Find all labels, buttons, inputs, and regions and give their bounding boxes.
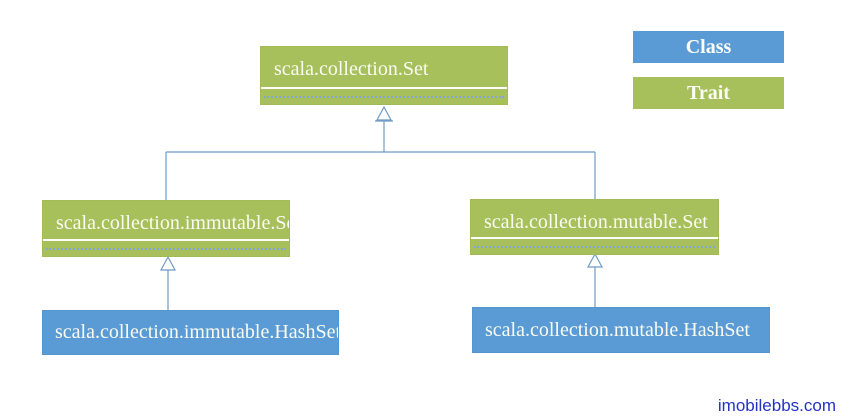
legend-class: Class	[633, 31, 784, 63]
inheritance-arrow-icon	[159, 255, 177, 311]
node-label: scala.collection.immutable.HashSet	[55, 321, 339, 343]
node-scala-collection-set: scala.collection.Set	[260, 46, 508, 105]
node-scala-collection-mutable-hashset: scala.collection.mutable.HashSet	[472, 307, 770, 353]
dotted-divider-line	[474, 246, 715, 248]
node-scala-collection-immutable-hashset: scala.collection.immutable.HashSet	[42, 310, 339, 355]
node-label: scala.collection.mutable.HashSet	[485, 318, 750, 341]
dotted-divider-line	[46, 248, 286, 250]
node-label: scala.collection.Set	[274, 58, 429, 80]
divider-line	[471, 237, 718, 239]
branch-connector	[165, 151, 596, 201]
dotted-divider-line	[264, 96, 504, 98]
inheritance-arrow-icon	[586, 252, 604, 308]
legend-class-label: Class	[685, 35, 732, 58]
legend-trait-label: Trait	[687, 81, 730, 104]
node-scala-collection-immutable-set: scala.collection.immutable.Set	[42, 200, 290, 257]
inheritance-arrow-icon	[375, 105, 393, 152]
node-label: scala.collection.mutable.Set	[484, 211, 708, 233]
node-label: scala.collection.immutable.Set	[56, 212, 290, 234]
divider-line	[43, 239, 289, 241]
divider-line	[261, 87, 507, 89]
watermark-text: imobilebbs.com	[717, 396, 836, 415]
legend-trait: Trait	[633, 77, 784, 109]
node-scala-collection-mutable-set: scala.collection.mutable.Set	[470, 199, 719, 255]
